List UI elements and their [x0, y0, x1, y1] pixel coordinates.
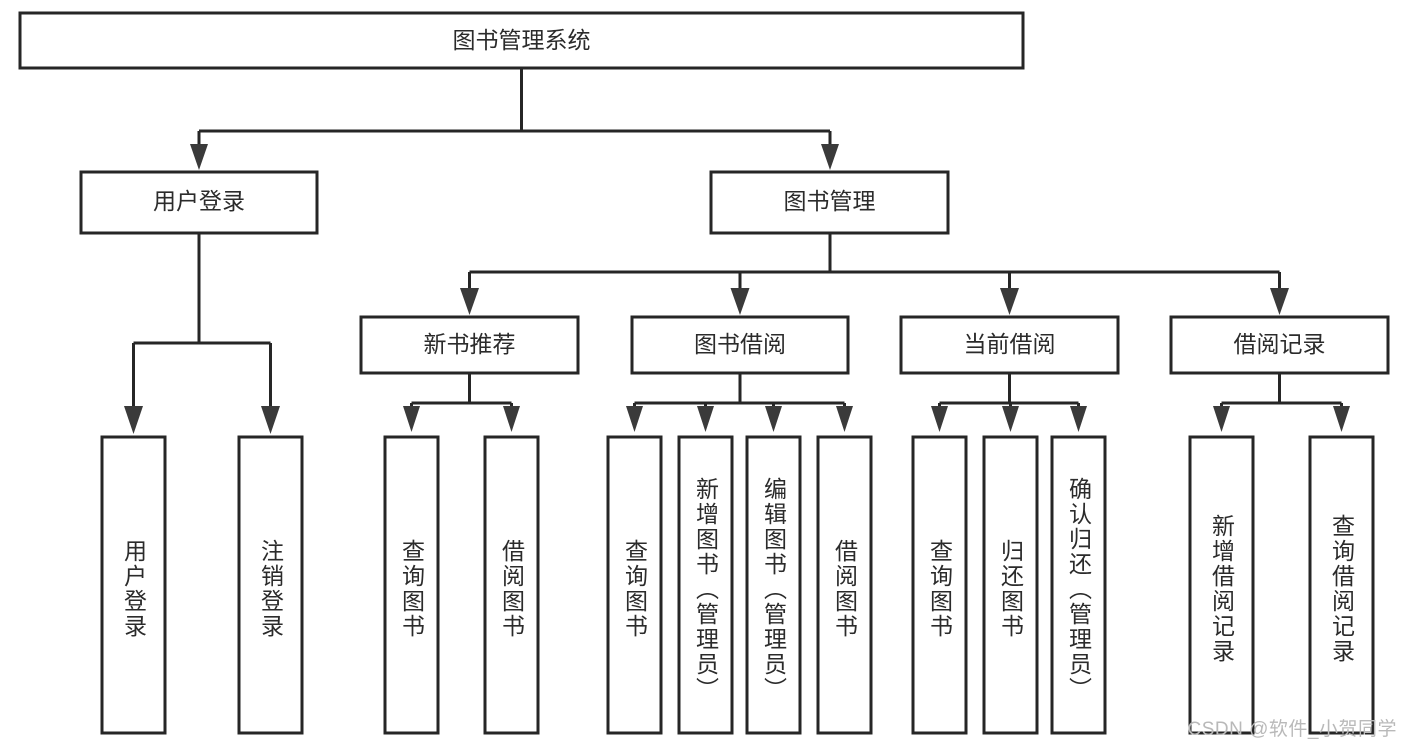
node-book-mgmt-box[interactable]: [709, 170, 950, 235]
leaf-query-borrow-record-box[interactable]: [1308, 435, 1375, 735]
arrow-head-new-book-rec: [460, 288, 479, 315]
leaf-confirm-return-box[interactable]: [1050, 435, 1107, 735]
arrow-head-leaf-edit-book: [765, 406, 782, 432]
arrow-head-book-borrow: [730, 288, 750, 315]
leaf-query-book-current-box[interactable]: [911, 435, 968, 735]
arrow-head-book-mgmt: [821, 144, 839, 170]
leaf-borrow-book-rec-box[interactable]: [483, 435, 540, 735]
node-user-login-label: 用户登录: [153, 188, 245, 214]
node-root-label: 图书管理系统: [453, 27, 591, 53]
leaf-return-book-box[interactable]: [982, 435, 1039, 735]
node-layer: 图书管理系统 用户登录 图书管理 新书推荐 图书借阅 当前借阅: [18, 11, 1390, 735]
node-user-login[interactable]: 用户登录: [79, 170, 319, 235]
node-book-mgmt[interactable]: 图书管理: [709, 170, 950, 235]
arrow-head-leaf-borrow-book: [836, 406, 853, 432]
arrow-head-leaf-query-borrow-record: [1333, 406, 1350, 432]
node-borrow-record[interactable]: 借阅记录: [1169, 315, 1390, 375]
node-current-borrow[interactable]: 当前借阅: [899, 315, 1120, 375]
arrow-head-leaf-query-book-borrow: [626, 406, 643, 432]
leaf-borrow-book-box[interactable]: [816, 435, 873, 735]
leaf-logout-box[interactable]: [237, 435, 304, 735]
node-root[interactable]: 图书管理系统: [18, 11, 1025, 70]
arrow-head-current-borrow: [1000, 288, 1019, 315]
node-new-book-rec[interactable]: 新书推荐: [359, 315, 580, 375]
arrow-head-leaf-return-book: [1002, 406, 1019, 432]
arrow-head-leaf-borrow-book-rec: [503, 406, 520, 432]
connector-layer: [124, 68, 1350, 434]
arrow-head-leaf-query-book-rec: [403, 406, 420, 432]
leaf-add-borrow-record-box[interactable]: [1188, 435, 1255, 735]
leaf-node-layer: [100, 435, 1375, 735]
node-borrow-record-label: 借阅记录: [1234, 331, 1326, 357]
arrow-head-leaf-confirm-return: [1070, 406, 1087, 432]
node-current-borrow-box[interactable]: [899, 315, 1120, 375]
node-book-borrow[interactable]: 图书借阅: [630, 315, 850, 375]
node-current-borrow-label: 当前借阅: [964, 331, 1056, 357]
arrow-head-leaf-logout: [261, 406, 280, 434]
leaf-edit-book-box[interactable]: [745, 435, 802, 735]
node-new-book-rec-box[interactable]: [359, 315, 580, 375]
leaf-add-book-box[interactable]: [677, 435, 734, 735]
leaf-user-login-box[interactable]: [100, 435, 167, 735]
node-book-borrow-label: 图书借阅: [694, 331, 786, 357]
node-root-box[interactable]: [18, 11, 1025, 70]
node-book-mgmt-label: 图书管理: [784, 188, 876, 214]
arrow-head-leaf-user-login: [124, 406, 143, 434]
node-user-login-box[interactable]: [79, 170, 319, 235]
arrow-head-borrow-record: [1270, 288, 1289, 315]
node-new-book-rec-label: 新书推荐: [424, 331, 516, 357]
leaf-query-book-rec-box[interactable]: [383, 435, 440, 735]
node-book-borrow-box[interactable]: [630, 315, 850, 375]
watermark-text: CSDN @软件_小贺同学: [1187, 719, 1397, 740]
arrow-head-leaf-add-borrow-record: [1213, 406, 1230, 432]
arrow-head-user-login: [190, 144, 208, 170]
node-borrow-record-box[interactable]: [1169, 315, 1390, 375]
leaf-query-book-borrow-box[interactable]: [606, 435, 663, 735]
arrow-head-leaf-add-book: [697, 406, 714, 432]
arrow-head-leaf-query-book-current: [931, 406, 948, 432]
